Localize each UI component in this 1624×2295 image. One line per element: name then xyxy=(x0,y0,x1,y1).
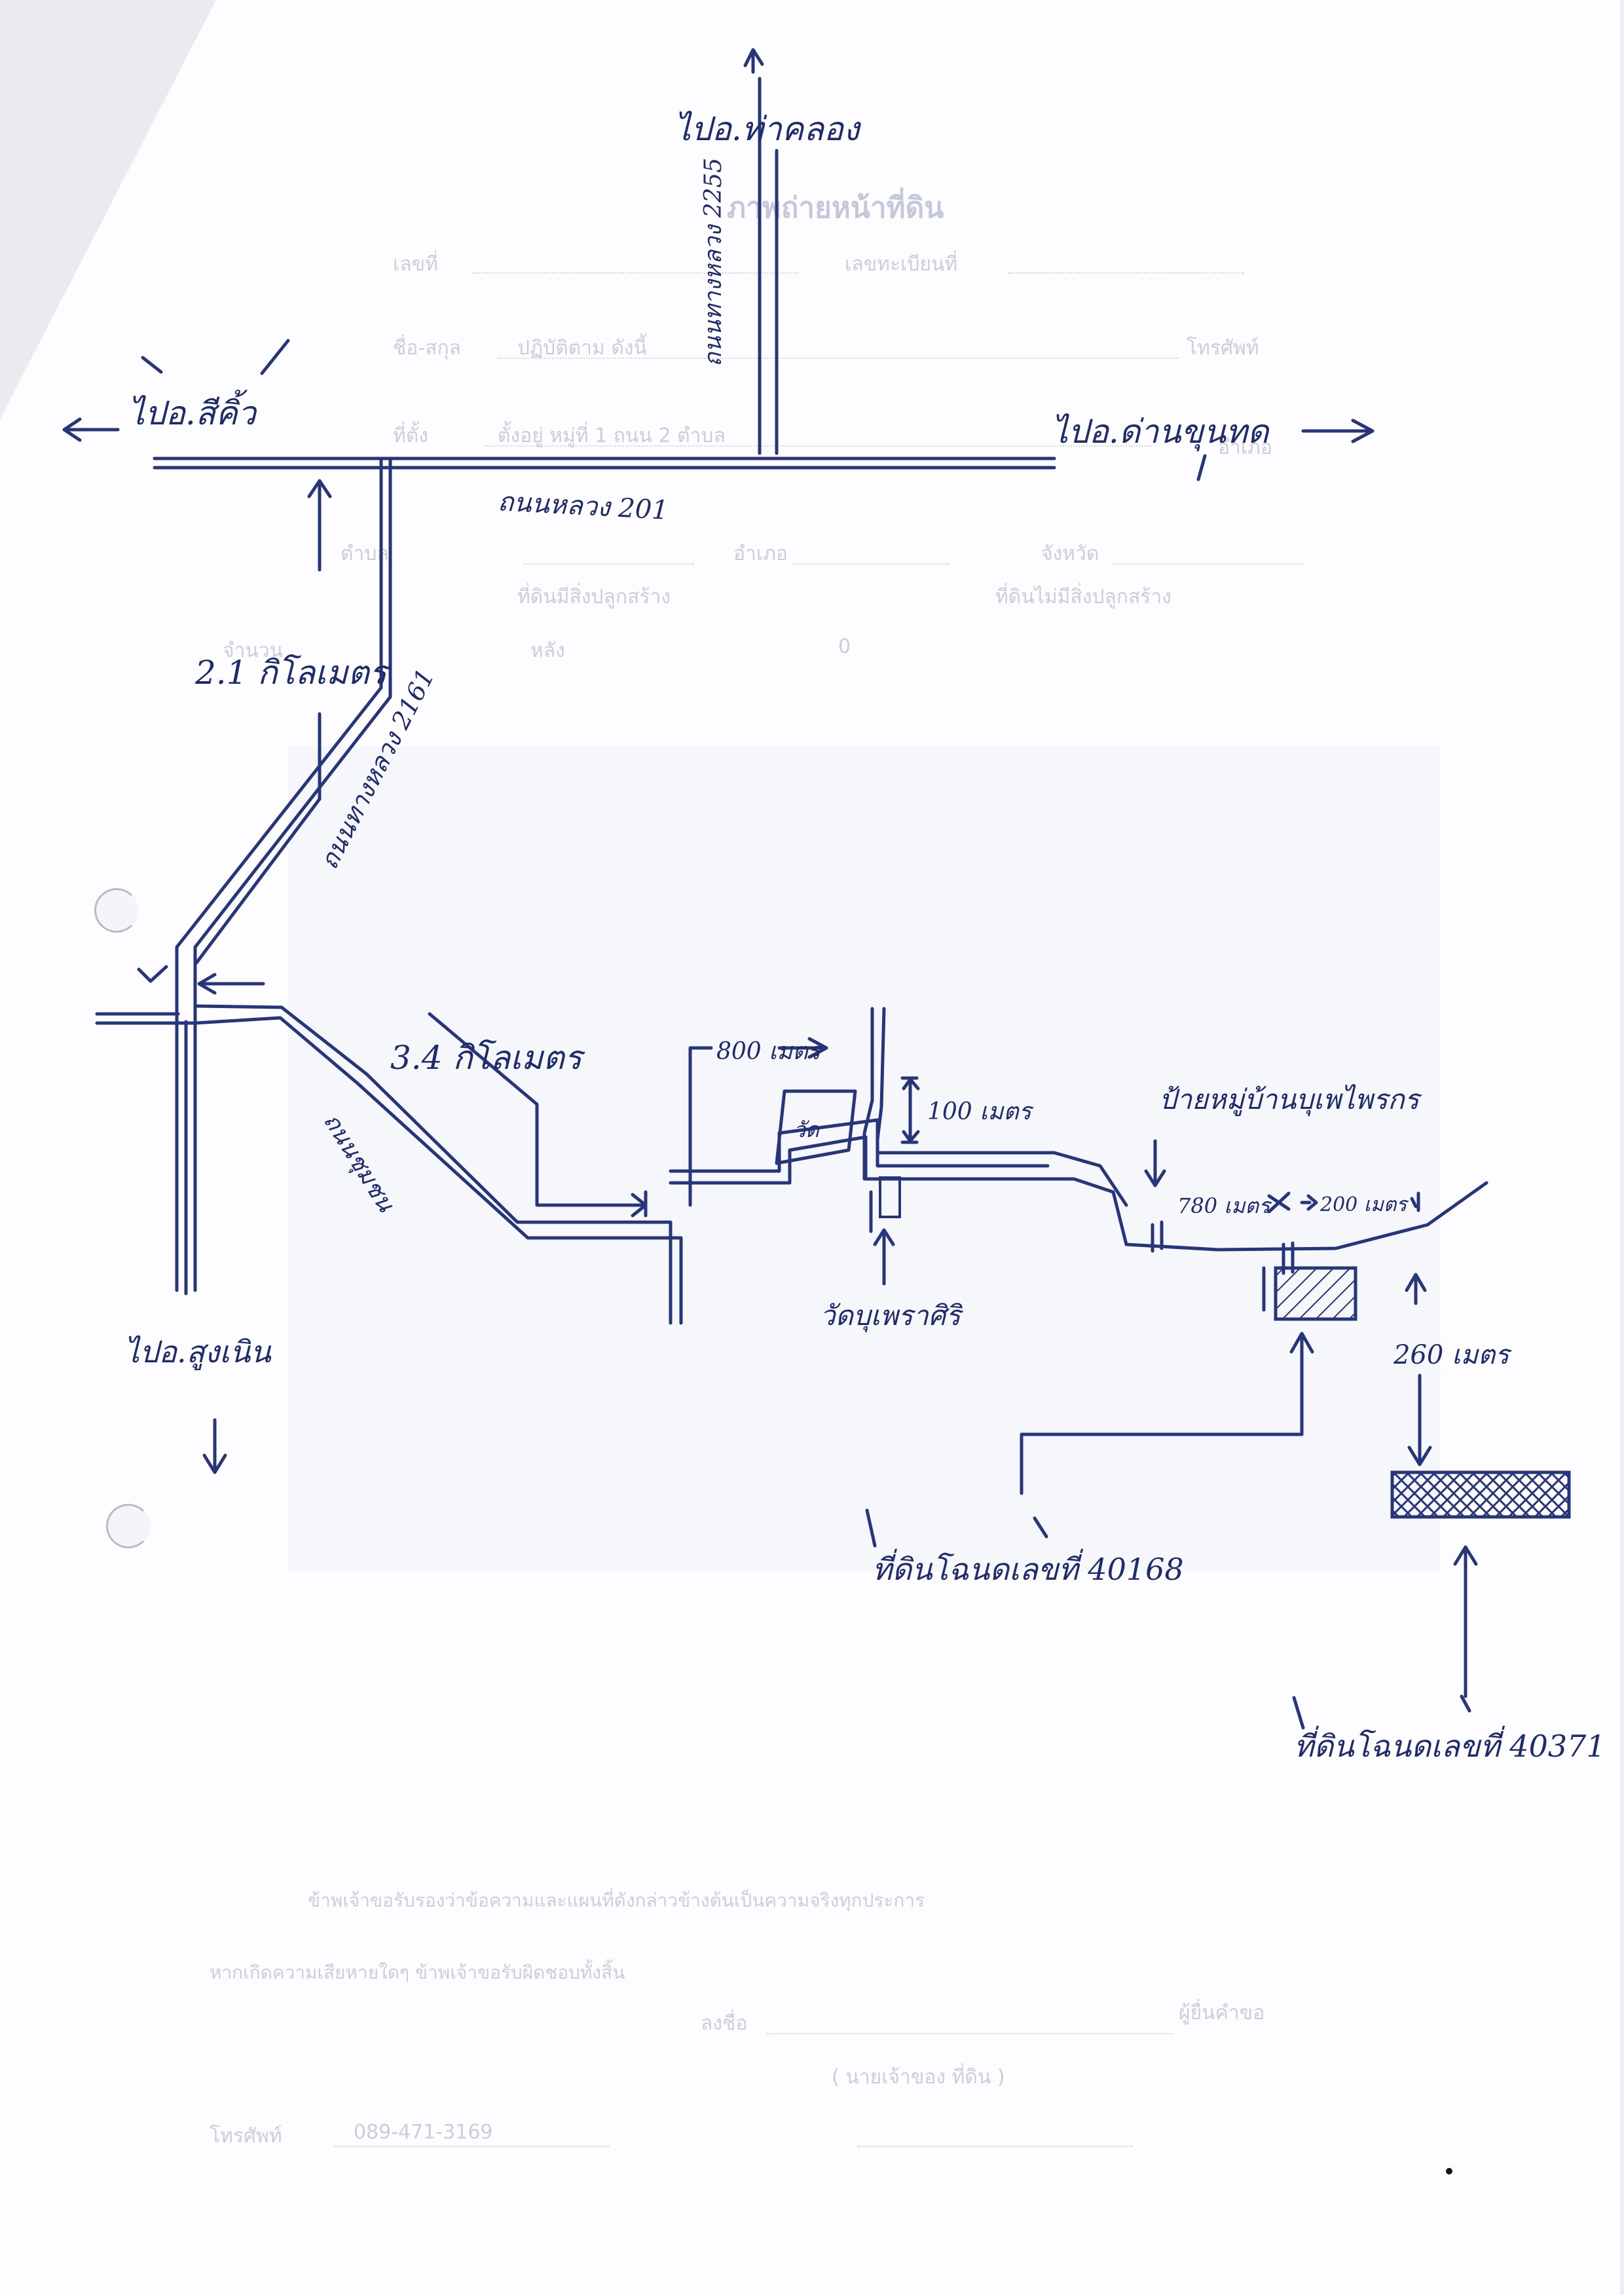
form-row1-right: เลขทะเบียนที่ xyxy=(845,253,958,276)
arrow-south-icon xyxy=(202,1418,227,1474)
temple-block xyxy=(775,1089,857,1165)
arrow-parcel-40371-icon xyxy=(1453,1545,1478,1698)
label-distance-260m: 260 เมตร xyxy=(1393,1340,1509,1370)
form-row2-value: ปฏิบัติตาม ดังนี้ xyxy=(517,337,647,360)
label-parcel-40371: ที่ดินโฉนดเลขที่ 40371 xyxy=(1294,1728,1606,1764)
label-tick-40371b xyxy=(1460,1694,1471,1713)
label-temple-short: วัด xyxy=(794,1117,819,1142)
arrow-3.4km-icon xyxy=(428,1012,648,1218)
form-row3-value: ตั้งอยู่ หมู่ที่ 1 ถนน 2 ตำบล xyxy=(498,424,726,447)
punch-hole-bottom xyxy=(106,1504,151,1548)
road-north xyxy=(743,48,779,455)
arrow-up-icon xyxy=(307,479,332,572)
arrow-down-icon xyxy=(137,712,322,983)
label-parcel-40168: ที่ดินโฉนดเลขที่ 40168 xyxy=(872,1552,1184,1587)
form-row2-right: โทรศัพท์ xyxy=(1187,337,1259,360)
form-row6-b: หลัง xyxy=(530,639,565,662)
ink-dot xyxy=(1446,2168,1452,2174)
label-to-sung-noen: ไปอ.สูงเนิน xyxy=(124,1334,271,1370)
form-row2-line xyxy=(498,358,1179,359)
arrow-780m-icon xyxy=(1267,1191,1420,1214)
form-footer-1: ข้าพเจ้าขอรับรองว่าข้อความและแผนที่ดังกล… xyxy=(308,1890,925,1911)
form-row1-label: เลขที่ xyxy=(393,253,438,276)
label-distance-780m: 780 เมตร xyxy=(1177,1193,1270,1218)
label-distance-100m: 100 เมตร xyxy=(927,1098,1031,1125)
label-to-dan-khun-thot: ไปอ.ด่านขุนทด xyxy=(1052,413,1269,451)
form-row5-b: ที่ดินไม่มีสิ่งปลูกสร้าง xyxy=(995,586,1172,608)
label-tick-west-b xyxy=(260,339,290,375)
label-road-201: ถนนหลวง 201 xyxy=(496,487,669,526)
label-tick-40371 xyxy=(1292,1696,1305,1730)
form-sign-role: ผู้ยื่นคำขอ xyxy=(1179,2002,1265,2024)
label-tick-east xyxy=(1196,454,1207,481)
arrow-east-icon xyxy=(1301,419,1375,443)
arrow-260m-icon xyxy=(1405,1273,1432,1466)
form-row6-a: จำนวน xyxy=(223,639,284,662)
label-tick-40168 xyxy=(865,1508,877,1548)
label-temple-name: วัดบุเพราศิริ xyxy=(820,1299,961,1332)
road-local-east xyxy=(193,1004,1488,1325)
label-to-tha-khlong: ไปอ.ท่าคลอง xyxy=(674,110,860,148)
parcel-40371-crosshatched xyxy=(1390,1470,1571,1519)
form-row1-line xyxy=(471,272,799,274)
form-phone-label: โทรศัพท์ xyxy=(210,2125,282,2148)
label-tick-west xyxy=(141,356,163,374)
label-distance-3.4km: 3.4 กิโลเมตร xyxy=(390,1039,582,1077)
label-tick-40168b xyxy=(1033,1516,1048,1539)
lane-temple xyxy=(775,1007,901,1286)
form-row3-label: ที่ตั้ง xyxy=(393,424,428,447)
form-row4-a-line xyxy=(524,563,694,565)
form-sign-name: ( นายเจ้าของ ที่ดิน ) xyxy=(832,2066,1005,2089)
arrow-parcel-40168-icon xyxy=(1020,1332,1314,1495)
form-title: ภาพถ่ายหน้าที่ดิน xyxy=(727,191,944,225)
form-row4-b: อำเภอ xyxy=(733,542,788,565)
form-row5-a: ที่ดินมีสิ่งปลูกสร้าง xyxy=(517,586,671,608)
label-distance-200m: 200 เมตร xyxy=(1320,1193,1407,1216)
label-village-sign: ป้ายหมู่บ้านบุเพไพรกร xyxy=(1159,1083,1420,1115)
road-south xyxy=(95,1012,227,1474)
arrow-north-icon xyxy=(743,48,764,74)
arrow-100m-icon xyxy=(900,1076,920,1144)
arrow-west-icon xyxy=(62,417,120,442)
arrow-village-sign-icon xyxy=(1144,1139,1166,1187)
form-row4-b-line xyxy=(792,563,950,565)
road-main-ew xyxy=(62,417,1375,470)
form-row4-c-line xyxy=(1113,563,1303,565)
arrow-junction-icon xyxy=(197,973,265,995)
punch-hole-top xyxy=(94,888,139,933)
label-distance-2.1km: 2.1 กิโลเมตร xyxy=(195,654,387,692)
form-phone-line xyxy=(334,2146,609,2147)
road-diagonal xyxy=(137,457,392,1292)
label-to-sikhio: ไปอ.สีคิ้ว xyxy=(128,394,256,432)
form-sign-label: ลงชื่อ xyxy=(701,2012,748,2035)
form-row3-right: อำเภอ xyxy=(1218,436,1272,459)
form-phone-value: 089-471-3169 xyxy=(354,2121,493,2144)
arrow-800m-icon xyxy=(688,1037,828,1207)
form-date-line xyxy=(858,2146,1133,2147)
parcel-40168-hatched xyxy=(1274,1266,1357,1321)
label-distance-800m: 800 เมตร xyxy=(716,1038,821,1065)
sheet-edge xyxy=(1620,0,1624,2295)
form-row2-label: ชื่อ-สกุล xyxy=(393,337,462,360)
form-footer-2: หากเกิดความเสียหายใดๆ ข้าพเจ้าขอรับผิดชอ… xyxy=(210,1962,625,1983)
arrow-temple-icon xyxy=(873,1228,895,1286)
form-row1-right-line xyxy=(1008,272,1244,274)
label-road-2255: ถนนทางหลวง 2255 xyxy=(700,157,727,367)
form-row6-c: 0 xyxy=(838,635,851,658)
form-row3-line xyxy=(485,445,1153,447)
form-sign-line xyxy=(766,2033,1172,2034)
form-row4-c: จังหวัด xyxy=(1041,542,1099,565)
road-tick xyxy=(1151,1220,1164,1253)
